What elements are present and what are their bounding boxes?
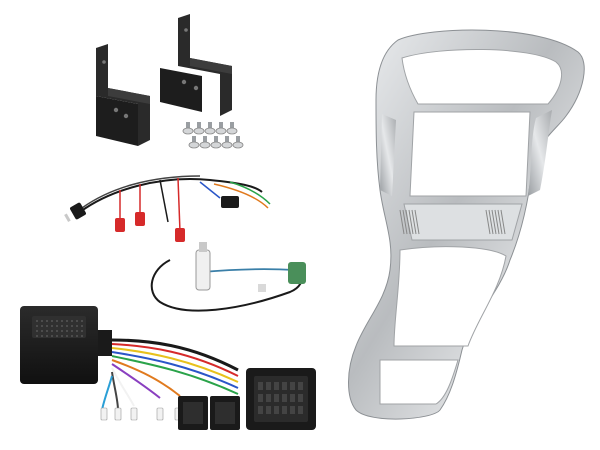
mounting-brackets	[96, 14, 232, 146]
screw	[182, 122, 194, 135]
screw	[188, 136, 200, 149]
mounting-screws	[182, 122, 244, 149]
steering-control-interface-box	[20, 306, 112, 384]
bracket-right	[160, 14, 232, 116]
wire-pin	[130, 407, 138, 421]
steering-control-lead	[64, 175, 271, 242]
screw	[215, 122, 227, 135]
red-terminal	[135, 212, 145, 226]
wire-pin	[114, 407, 122, 421]
vehicle-connector	[246, 368, 316, 430]
iso-wiring-harness	[100, 338, 240, 430]
bracket-left	[96, 44, 150, 146]
screw	[199, 136, 211, 149]
antenna-plug	[195, 249, 211, 291]
fakra-connector	[288, 262, 306, 284]
red-terminal	[115, 218, 125, 232]
antenna-adapter	[150, 242, 306, 312]
screw	[226, 122, 238, 135]
screw	[221, 136, 233, 149]
wire-pin	[100, 407, 108, 421]
wire-pin	[156, 407, 164, 421]
double-din-fascia-panel	[348, 29, 585, 420]
screw	[204, 122, 216, 135]
screw	[210, 136, 222, 149]
red-terminal	[175, 228, 185, 242]
screw	[193, 122, 205, 135]
lead-connector	[221, 196, 239, 208]
jack-plug	[64, 202, 86, 222]
screw	[232, 136, 244, 149]
